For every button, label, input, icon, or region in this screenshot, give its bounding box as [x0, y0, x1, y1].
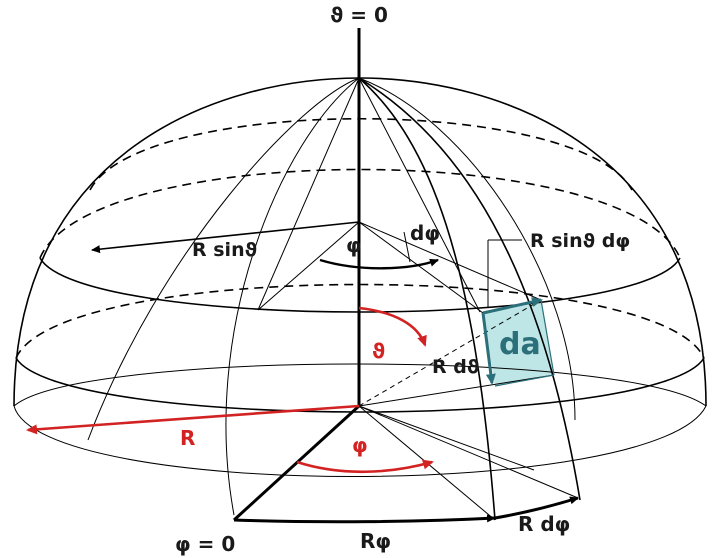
label-r-radius: R [180, 426, 195, 450]
r-sin-theta-arrow [91, 221, 360, 254]
meridian-phi [358, 77, 496, 521]
ring-center-to-patch2 [358, 221, 542, 301]
label-r-dtheta: R dϑ [432, 356, 479, 378]
label-d-phi: dφ [410, 221, 440, 245]
origin-to-patch [358, 299, 542, 407]
top-to-ring-left [257, 77, 360, 311]
patch-right-edge [540, 299, 555, 376]
meridian-phi-zero [225, 77, 360, 516]
ring-center-to-patch [358, 221, 484, 314]
top-ring-back [89, 117, 633, 191]
meridian-right [358, 77, 576, 421]
label-r-phi: Rφ [360, 529, 391, 553]
meridian-phi-dphi [358, 77, 581, 501]
label-theta: ϑ [372, 339, 385, 363]
equator-front [13, 405, 707, 477]
phi-zero-axis [232, 404, 361, 522]
label-phi-zero: φ = 0 [175, 532, 235, 556]
d-phi-tick [403, 231, 411, 263]
patch-bottom-edge [494, 374, 555, 387]
label-da: da [499, 327, 541, 362]
label-r-sin-theta-dphi: R sinϑ dφ [530, 230, 630, 252]
lower-phi-arc [296, 459, 434, 474]
meridian-left [87, 77, 360, 441]
theta-arc [358, 306, 427, 347]
lower-ring-front [15, 357, 705, 413]
ring-center-to-left [257, 221, 360, 311]
upper-phi-arc [319, 258, 439, 270]
label-phi-upper: φ [346, 233, 362, 257]
origin-to-base-phi-dphi [358, 405, 579, 499]
upper-ring-back [39, 168, 681, 259]
patch-left-edge [481, 312, 496, 385]
origin-to-patch-lower [358, 374, 555, 407]
base-arc-r-dphi [494, 496, 579, 520]
label-r-sin-theta: R sinϑ [192, 239, 257, 261]
patch-top-edge [482, 297, 543, 315]
top-to-ring-right [358, 77, 481, 313]
label-r-dphi: R dφ [518, 512, 570, 536]
origin-to-base-mid [358, 405, 535, 471]
radius-arrow [26, 404, 360, 435]
label-theta-zero: ϑ = 0 [330, 3, 388, 27]
base-arc-r-phi [233, 514, 496, 524]
label-phi-lower: φ [352, 433, 368, 457]
